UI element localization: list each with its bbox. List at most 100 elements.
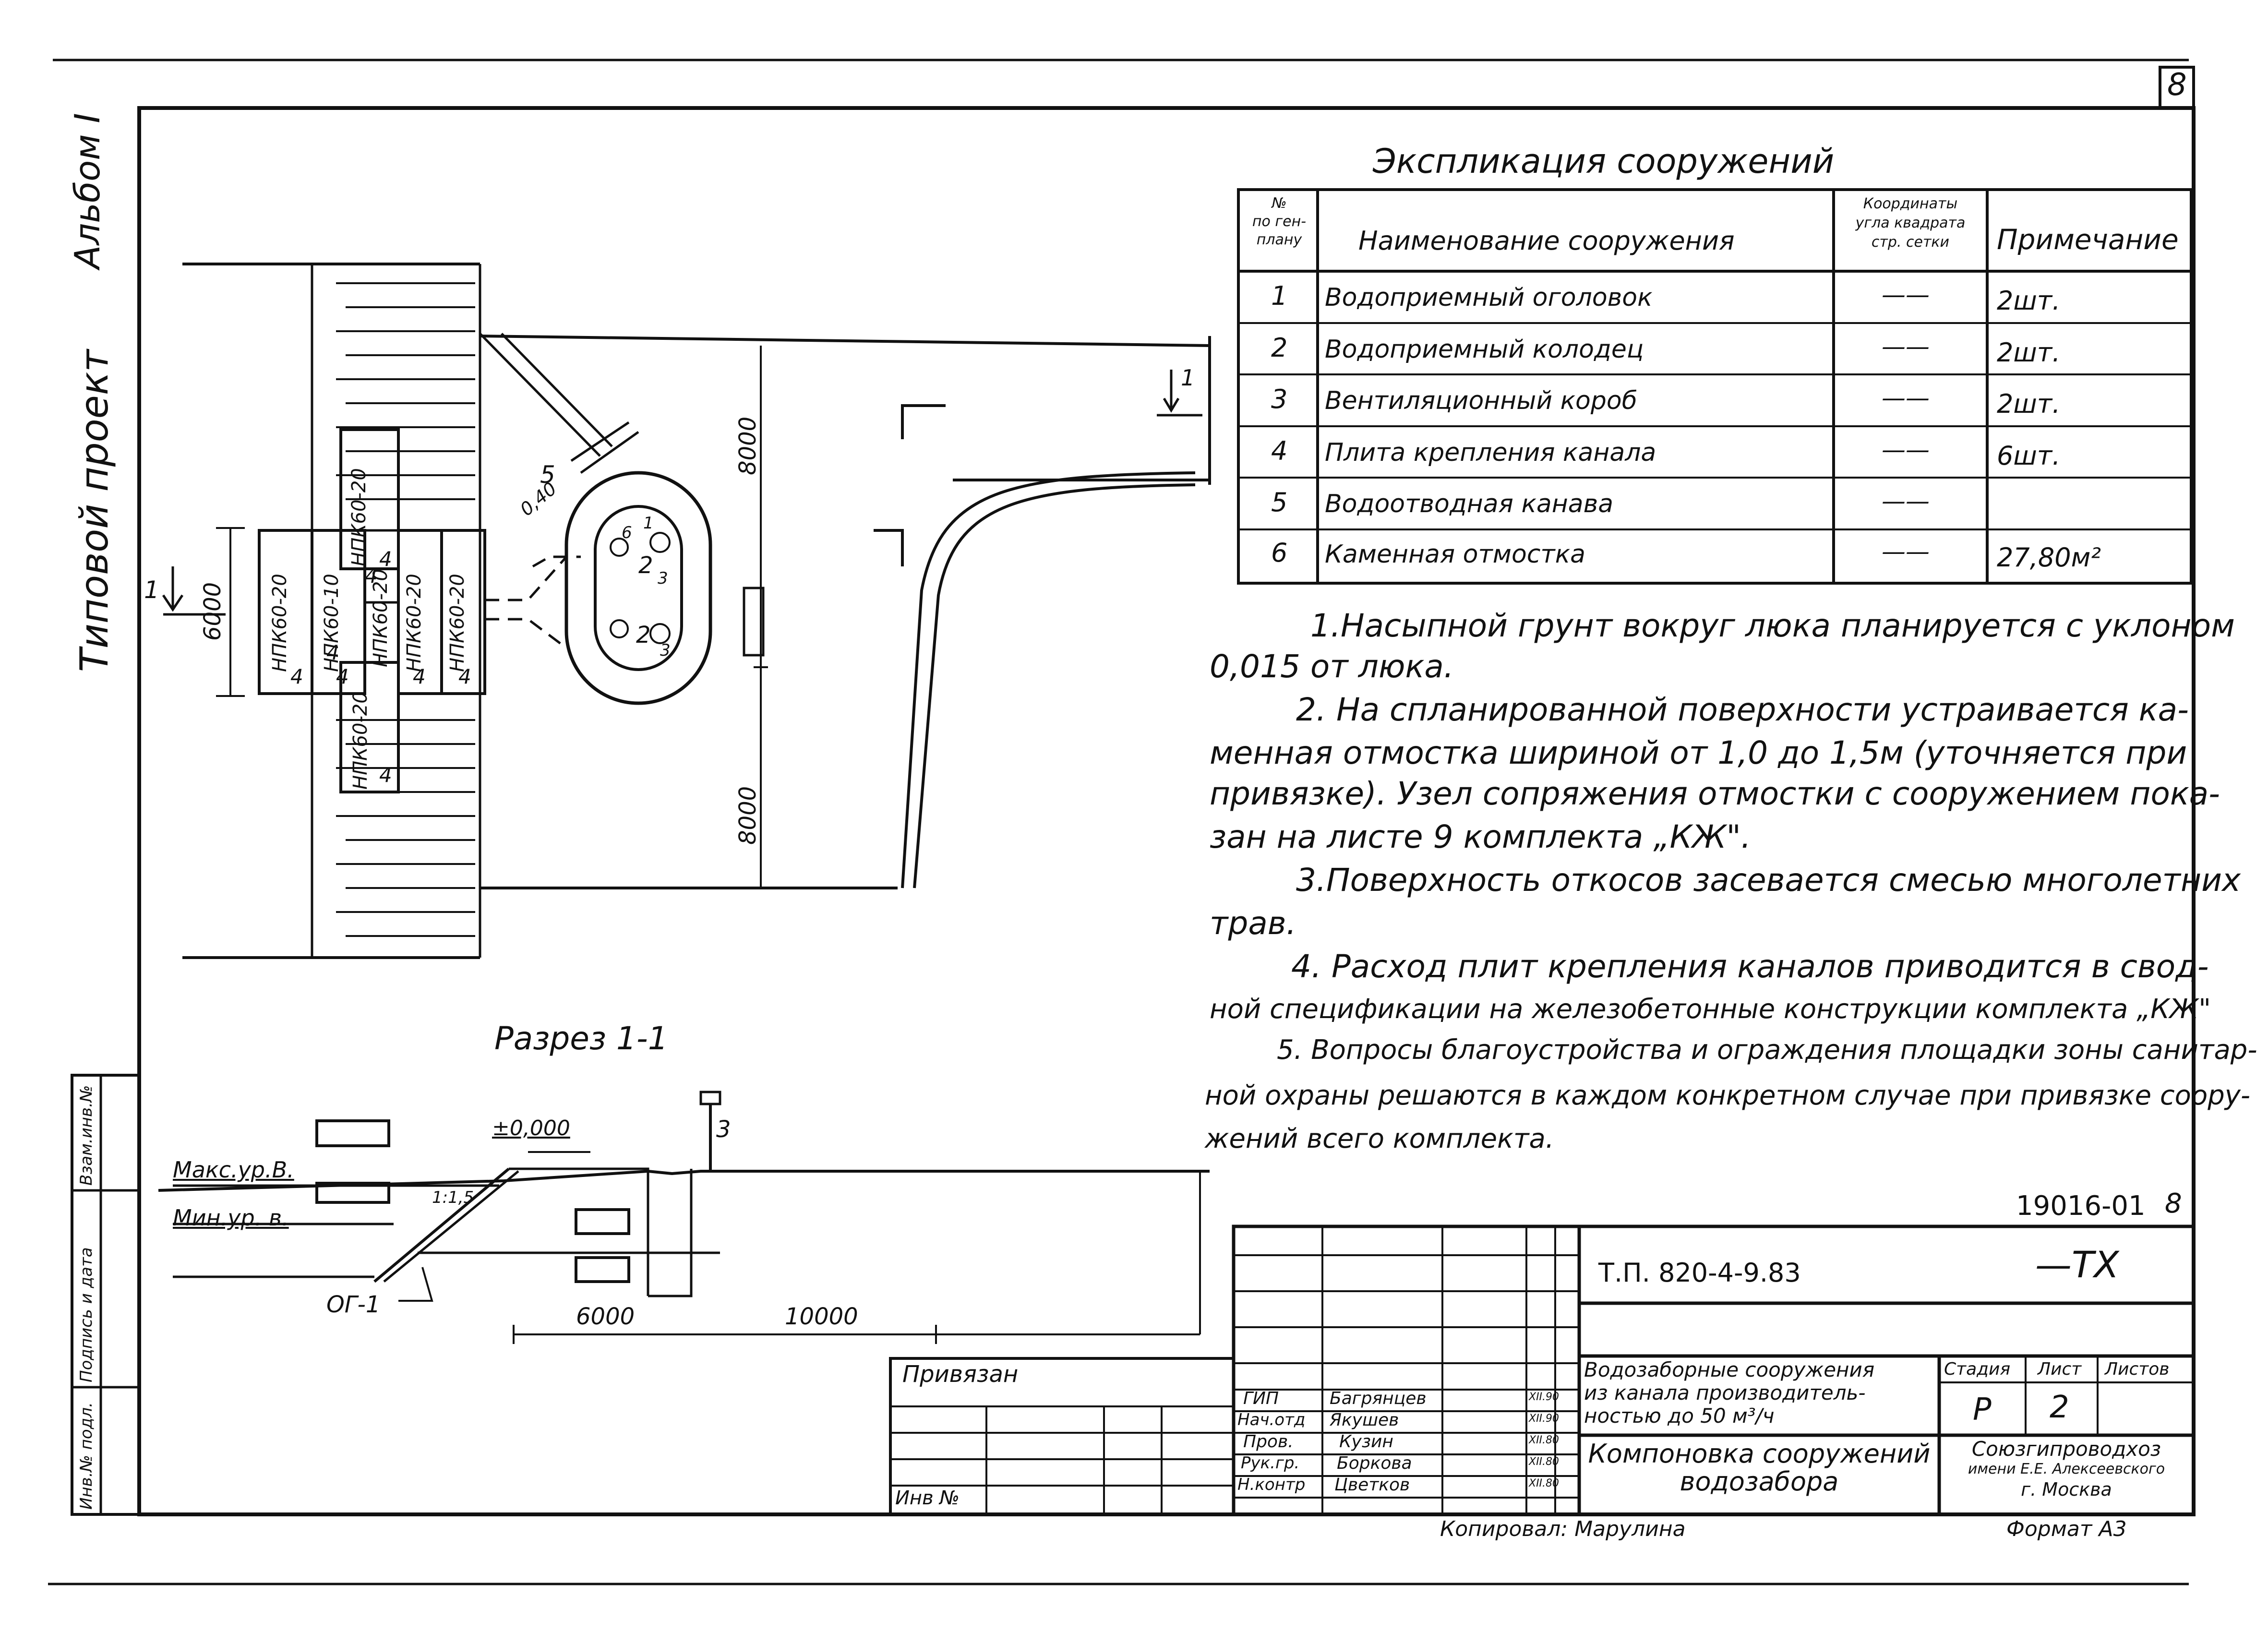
explication-row-coord: ——	[1882, 487, 1930, 515]
signer-name: Багрянцев	[1330, 1389, 1427, 1408]
item-mark-5: 5	[540, 461, 555, 489]
copied-by: Копировал: Марулина	[1440, 1517, 1686, 1541]
explication-row-coord: ——	[1882, 333, 1930, 360]
note-line: 4. Расход плит крепления каналов приводи…	[1291, 948, 2209, 985]
lists-header: Листов	[2105, 1359, 2170, 1379]
signer-name: Кузин	[1339, 1432, 1393, 1452]
explication-row-no: 3	[1271, 384, 1288, 414]
plan-dim-6000: 6000	[199, 582, 226, 641]
note-line: жений всего комплекта.	[1205, 1123, 1554, 1154]
explication-row-note: 27,80м²	[1997, 542, 2101, 573]
side-label-project: Типовой проект	[72, 349, 117, 672]
section-max-level: Макс.ур.В.	[173, 1157, 294, 1183]
plan-section-mark-left: 1	[144, 576, 159, 604]
role-label: Рук.гр.	[1241, 1453, 1300, 1473]
explication-row-no: 4	[1271, 436, 1288, 466]
explication-row-coord: ——	[1882, 436, 1930, 464]
section-level-zero: ±0,000	[492, 1116, 570, 1140]
explication-row-name: Водоприемный колодец	[1325, 335, 1644, 364]
role-label: ГИП	[1243, 1389, 1279, 1408]
slab-mark: 4	[413, 665, 426, 688]
organization: Союзгипроводхоз имени Е.Е. Алексеевского…	[1968, 1437, 2165, 1500]
note-line: ной спецификации на железобетонные конст…	[1210, 994, 2211, 1025]
plan-dim-8000-top: 8000	[734, 416, 761, 475]
sign-date: XII.80	[1529, 1456, 1560, 1468]
slab-mark: 4	[365, 564, 378, 588]
slab-mark: 4	[326, 641, 339, 664]
signer-name: Цветков	[1334, 1475, 1410, 1495]
explication-row-name: Плита крепления канала	[1325, 438, 1656, 467]
slab-label: НПК60-20	[348, 468, 370, 566]
sign-date: XII.80	[1529, 1477, 1560, 1489]
note-line: 0,015 от люка.	[1210, 648, 1454, 685]
slab-label: НПК60-20	[446, 574, 468, 672]
stage-header: Стадия	[1944, 1359, 2011, 1379]
note-line: 2. На спланированной поверхности устраив…	[1296, 691, 2189, 728]
explication-row-name: Водоприемный оголовок	[1325, 283, 1653, 312]
slab-label: НПК60-20	[349, 691, 372, 790]
explication-row-no: 2	[1271, 333, 1288, 363]
note-line: 1.Насыпной грунт вокруг люка планируется…	[1310, 607, 2235, 644]
explication-row-no: 1	[1271, 281, 1288, 311]
stamp-vzam: Взам.инв.№	[77, 1085, 96, 1186]
section-title: Разрез 1-1	[494, 1020, 668, 1057]
doc-code: 19016-01	[2016, 1190, 2146, 1222]
note-line: привязке). Узел сопряжения отмостки с со…	[1210, 775, 2220, 812]
note-line: 5. Вопросы благоустройства и ограждения …	[1277, 1034, 2257, 1066]
explication-row-note: 2шт.	[1997, 389, 2061, 419]
stamp-sign: Подпись и дата	[77, 1247, 96, 1382]
sign-date: XII.90	[1529, 1391, 1560, 1403]
format-label: Формат А3	[2006, 1517, 2127, 1541]
plan-section-mark-right: 1	[1181, 365, 1195, 391]
slab-label: НПК60-20	[269, 574, 291, 672]
section-slope: 1:1,5	[432, 1188, 474, 1207]
tp-number: Т.П. 820-4-9.83	[1598, 1258, 1801, 1288]
explication-row-note: 6шт.	[1997, 441, 2061, 471]
explication-row-note: 2шт.	[1997, 337, 2061, 368]
section-dim-10000: 10000	[785, 1303, 858, 1330]
note-line: трав.	[1210, 905, 1296, 942]
doc-mark-tx: —ТХ	[2035, 1243, 2119, 1286]
explication-row-note: 2шт.	[1997, 286, 2061, 316]
section-min-level: Мин.ур. в.	[173, 1205, 289, 1231]
role-label: Нач.отд	[1237, 1410, 1306, 1429]
item-mark-2-top: 2	[638, 552, 653, 579]
stamp-inv: Инв.№ подл.	[77, 1402, 96, 1510]
explication-title: Экспликация сооружений	[1373, 142, 1835, 181]
note-line: 3.Поверхность откосов засевается смесью …	[1296, 862, 2241, 899]
doc-code-suffix: 8	[2165, 1188, 2182, 1219]
explication-row-name: Каменная отмостка	[1325, 540, 1585, 569]
section-mark-3: 3	[716, 1116, 731, 1143]
slab-mark: 4	[379, 763, 392, 787]
side-label-album: Альбом I	[67, 113, 108, 269]
explication-row-name: Вентиляционный короб	[1325, 386, 1637, 415]
slab-mark: 4	[458, 665, 471, 688]
explication-row-no: 6	[1271, 538, 1288, 568]
item-mark-1: 1	[643, 514, 654, 533]
sign-date: XII.90	[1529, 1413, 1560, 1425]
explication-row-name: Водоотводная канава	[1325, 490, 1614, 518]
item-mark-6: 6	[622, 523, 632, 542]
explication-row-no: 5	[1271, 487, 1288, 517]
note-line: ной охраны решаются в каждом конкретном …	[1205, 1080, 2251, 1111]
note-line: менная отмостка шириной от 1,0 до 1,5м (…	[1210, 734, 2187, 771]
explication-row-coord: ——	[1882, 538, 1930, 565]
inv-label: Инв №	[895, 1487, 960, 1509]
slab-mark: 4	[379, 547, 392, 571]
slab-mark: 4	[336, 665, 349, 688]
explication-row-coord: ——	[1882, 384, 1930, 412]
slab-label: НПК60-20	[403, 574, 425, 672]
plan-dim-8000-bottom: 8000	[734, 786, 761, 845]
item-mark-3-top: 3	[658, 569, 668, 588]
explication-row-coord: ——	[1882, 281, 1930, 309]
slab-mark: 4	[290, 665, 303, 688]
section-og-label: ОГ-1	[326, 1291, 381, 1318]
role-label: Н.контр	[1237, 1475, 1306, 1494]
explication-header-note: Примечание	[1997, 223, 2179, 256]
sign-date: XII.80	[1529, 1434, 1560, 1446]
